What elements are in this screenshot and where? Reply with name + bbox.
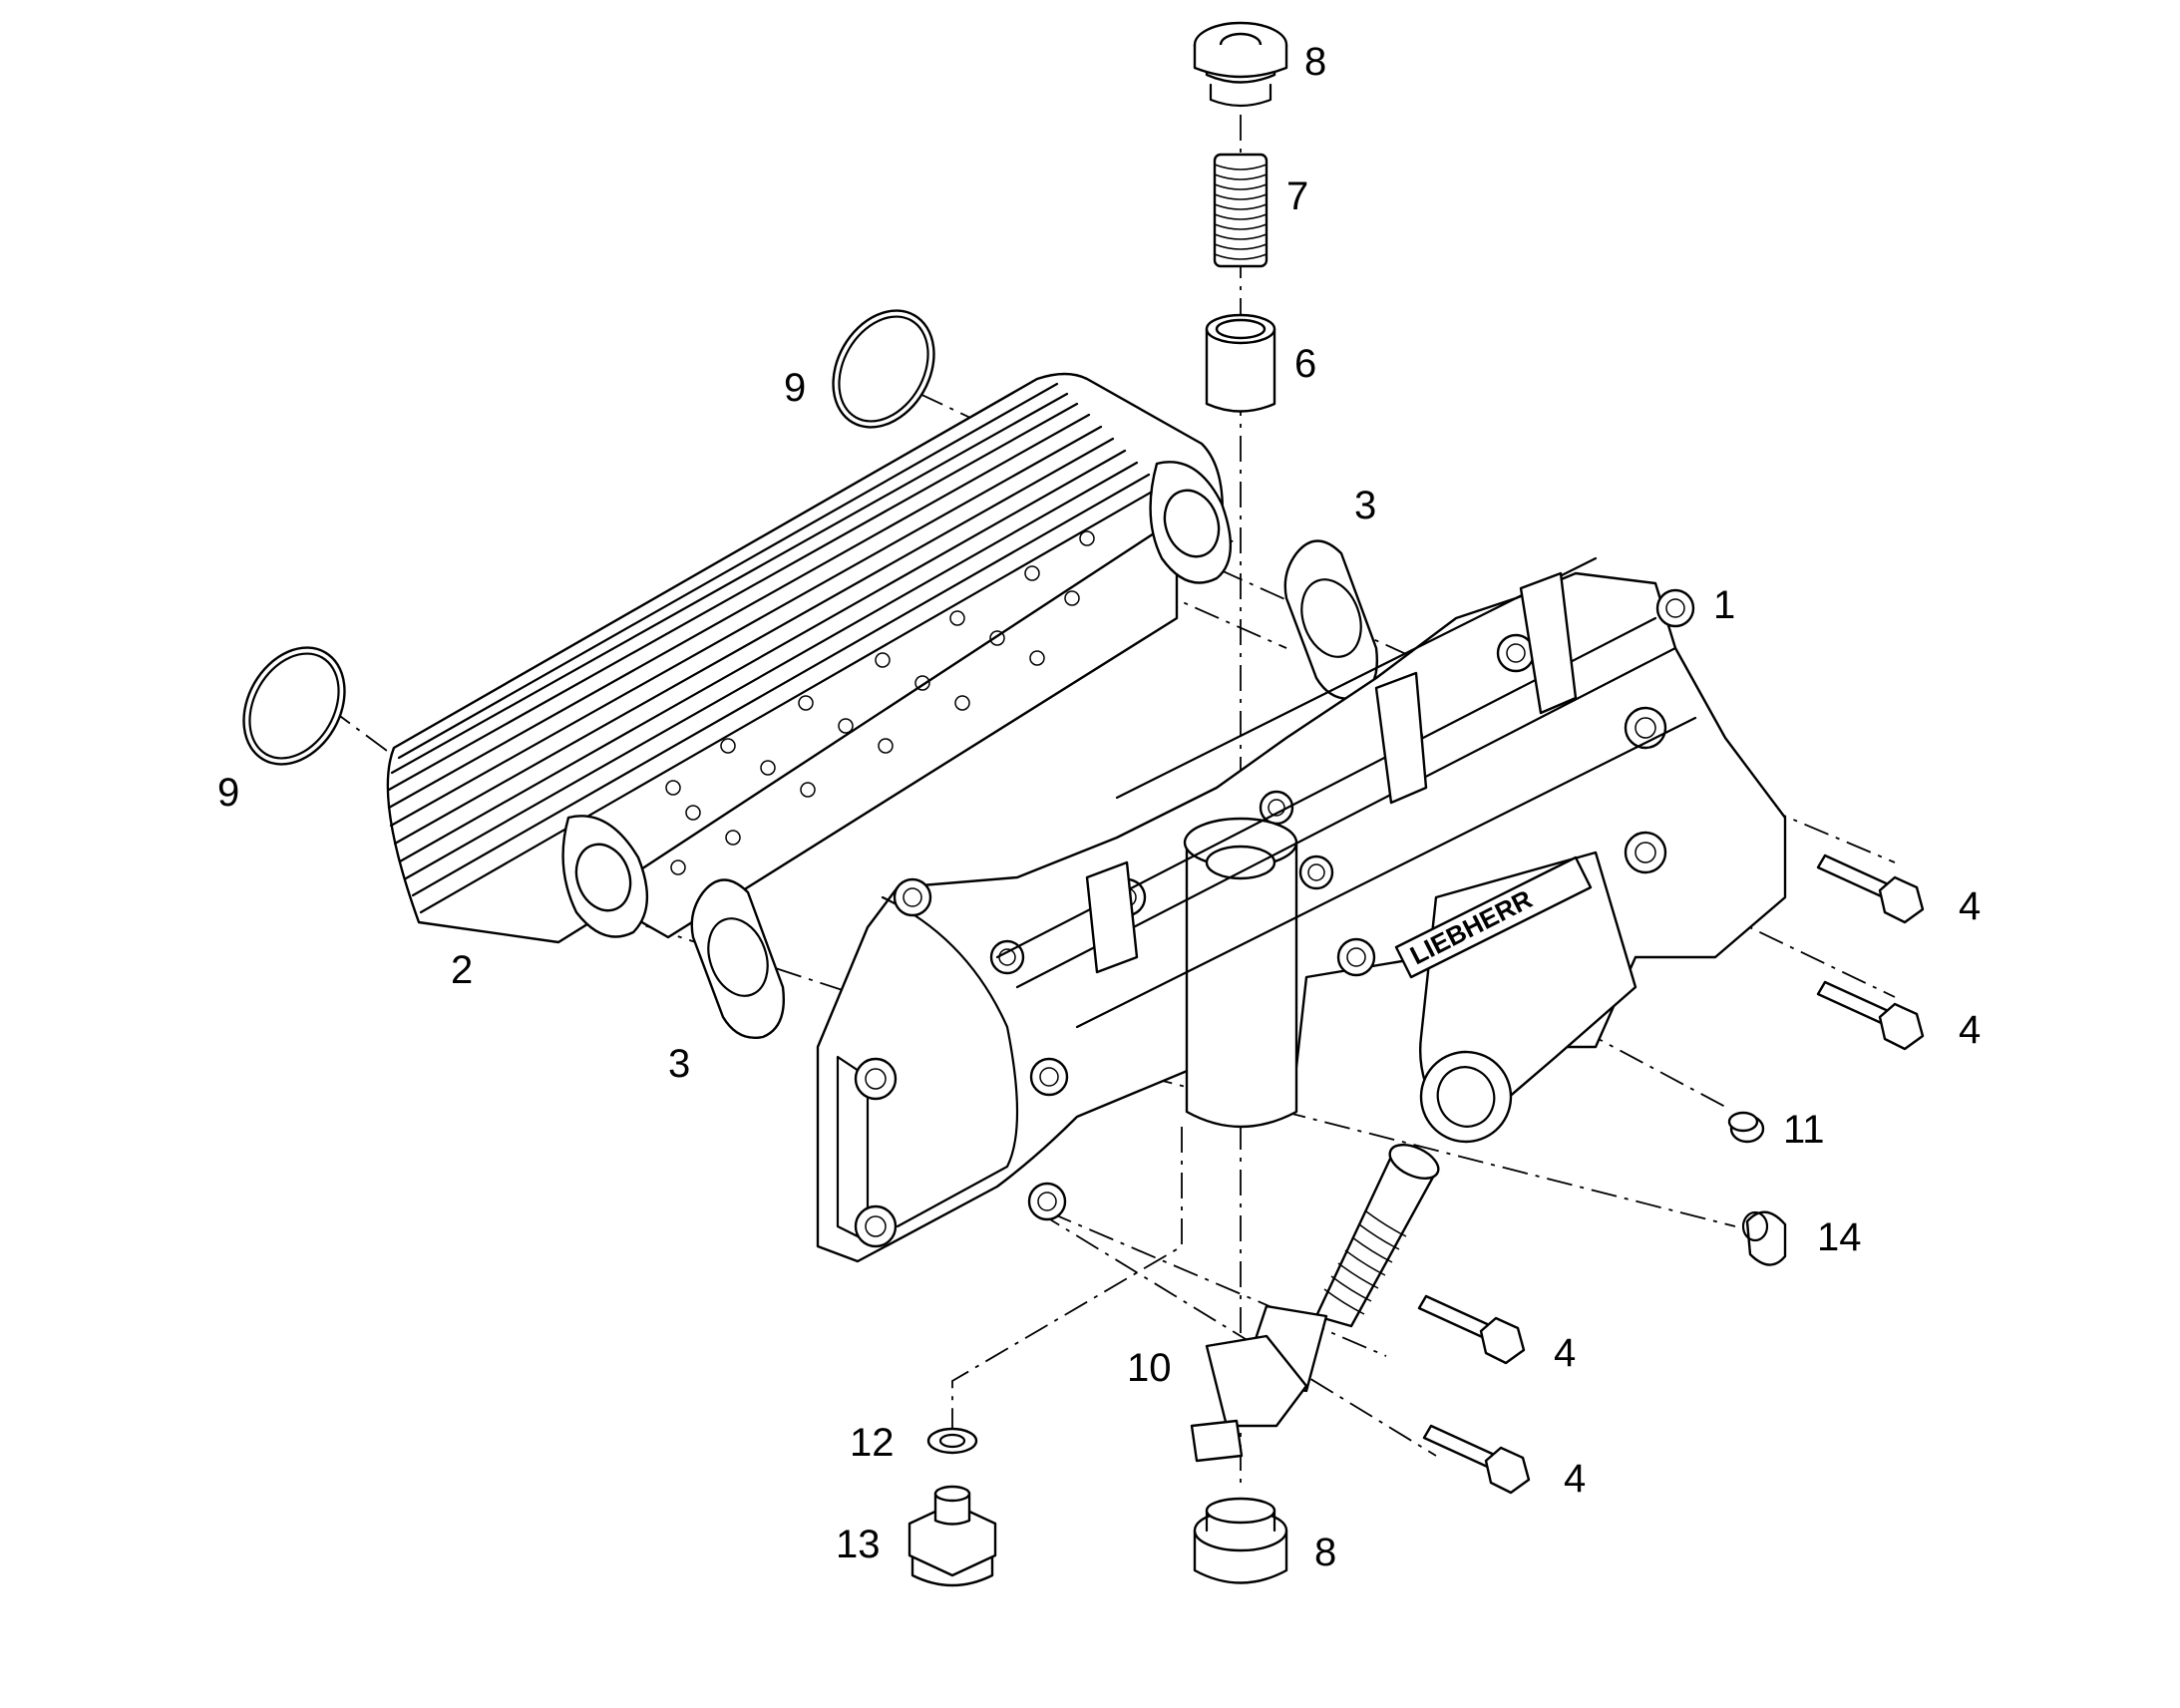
oil-cooler-part-2 [386, 372, 1232, 944]
callout-9-upper: 9 [784, 366, 806, 410]
plug-top-part-8 [1193, 21, 1288, 108]
callout-4-a: 4 [1959, 884, 1981, 928]
callout-4-c: 4 [1554, 1331, 1576, 1375]
callout-labels: 8 7 6 9 3 1 9 2 3 4 4 11 14 4 10 4 12 13… [217, 40, 1981, 1574]
callout-3-upper: 3 [1354, 484, 1376, 527]
bolt-part-4-d [1422, 1424, 1531, 1495]
callout-13: 13 [836, 1523, 881, 1566]
callout-12: 12 [850, 1421, 895, 1465]
callout-3-lower: 3 [668, 1042, 690, 1086]
sleeve-part-6 [1205, 313, 1276, 413]
washer-part-12 [926, 1427, 978, 1455]
callout-4-d: 4 [1564, 1457, 1586, 1501]
housing-part-1: LIEBHERR [816, 556, 1787, 1263]
callout-1: 1 [1713, 583, 1735, 627]
callout-6: 6 [1294, 342, 1316, 386]
callout-8-top: 8 [1304, 40, 1326, 84]
callout-14: 14 [1817, 1215, 1862, 1259]
callout-2: 2 [451, 948, 473, 992]
callout-7: 7 [1286, 174, 1308, 218]
callout-8-bottom: 8 [1314, 1531, 1336, 1574]
bolt-part-4-b [1816, 980, 1925, 1051]
plug-part-11 [1727, 1111, 1765, 1144]
callout-4-b: 4 [1959, 1008, 1981, 1052]
plug-bottom-part-8 [1193, 1497, 1288, 1584]
bolt-part-4-c [1417, 1294, 1526, 1365]
callout-11: 11 [1783, 1108, 1825, 1152]
spring-part-7 [1213, 153, 1269, 268]
cooler-plate-holes [665, 530, 1095, 875]
o-ring-upper-part-9 [832, 309, 935, 429]
gasket-lower-part-3 [690, 878, 785, 1039]
drain-plug-part-13 [908, 1485, 997, 1587]
callout-10: 10 [1127, 1346, 1172, 1390]
o-ring-lower-part-9 [242, 646, 346, 766]
plug-part-14 [1741, 1210, 1787, 1266]
valve-part-10 [1190, 1144, 1440, 1463]
bolt-part-4-a [1816, 854, 1925, 924]
callout-9-lower: 9 [217, 771, 239, 815]
